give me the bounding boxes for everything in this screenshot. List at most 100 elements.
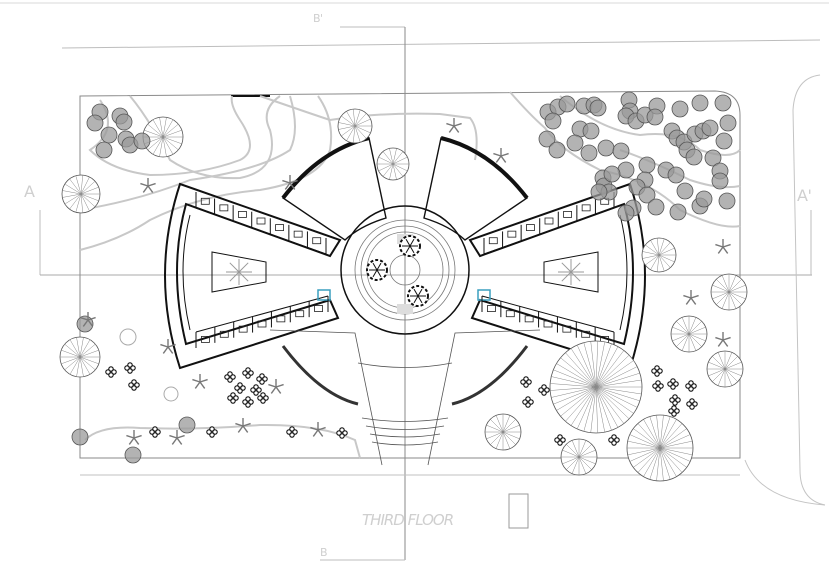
flower-cluster-icon [149, 426, 161, 438]
large-tree-icon [484, 413, 522, 451]
small-tree-icon [86, 114, 104, 132]
desk-icon [487, 305, 496, 312]
courtyard-tree-icon [226, 259, 252, 285]
large-tree-icon [626, 414, 694, 482]
desk-icon [488, 237, 498, 245]
small-tree-icon [685, 148, 703, 166]
small-tree-icon [580, 144, 598, 162]
flower-cluster-icon [685, 380, 697, 392]
shrub-star-icon [192, 374, 208, 389]
small-tree-icon [115, 113, 133, 131]
flower-cluster-icon [554, 434, 566, 446]
large-tree-icon [710, 273, 748, 311]
flower-clusters [105, 362, 698, 446]
desk-icon [276, 315, 286, 323]
small-tree-icon [617, 204, 635, 222]
large-tree-icon [670, 315, 708, 353]
small-tree-icon [691, 94, 709, 112]
large-tree-icon [337, 108, 373, 144]
small-tree-icon [695, 190, 713, 208]
desk-icon [200, 197, 210, 205]
flower-cluster-icon [336, 427, 348, 439]
small-tree-icon [638, 156, 656, 174]
large-tree-icon [61, 174, 101, 214]
small-tree-icon [589, 99, 607, 117]
flower-cluster-icon [242, 367, 254, 379]
small-tree-icon [538, 130, 556, 148]
small-tree-icon [718, 192, 736, 210]
terrain-contours [79, 91, 741, 459]
desk-icon [524, 315, 534, 323]
small-tree-icon [566, 134, 584, 152]
section-marker-a-right: A' [797, 186, 812, 205]
large-tree-icon [549, 340, 643, 434]
flower-cluster-icon [227, 392, 239, 404]
small-tree-icon [711, 172, 729, 190]
plaza-tree-icon [399, 235, 421, 257]
desk-icon [295, 310, 305, 318]
flower-cluster-icon [250, 384, 262, 396]
section-marker-b-top: B' [313, 12, 323, 25]
shrub-star-icon [140, 178, 156, 193]
desk-icon [505, 310, 515, 318]
shrub-star-icon [160, 339, 176, 354]
desk-icon [543, 320, 553, 328]
large-tree-icon [142, 116, 184, 158]
flower-cluster-icon [256, 373, 268, 385]
shrub-star-icon [310, 422, 326, 437]
desk-icon [526, 224, 535, 231]
shrub-stars [80, 118, 731, 445]
west-wing-outline [164, 182, 342, 370]
small-tree-icon [548, 141, 566, 159]
small-tree-icon [646, 108, 664, 126]
large-tree-icon [706, 350, 744, 388]
plaza-trees [366, 235, 429, 307]
desk-icon [293, 230, 303, 238]
classroom-rooms [195, 192, 615, 348]
small-tree-icon [647, 198, 665, 216]
desk-icon [257, 320, 267, 328]
desk-icon [507, 230, 517, 238]
flower-cluster-icon [538, 384, 550, 396]
desk-icon [544, 217, 554, 225]
outline-circle-icon [119, 328, 137, 346]
flower-cluster-icon [206, 426, 218, 438]
small-tree-icon [704, 149, 722, 167]
flower-cluster-icon [651, 365, 663, 377]
desk-icon [275, 224, 284, 231]
flower-cluster-icon [128, 379, 140, 391]
small-tree-icon [558, 95, 576, 113]
flower-cluster-icon [105, 366, 117, 378]
plaza-tree-icon [366, 259, 388, 281]
small-tree-icon [714, 94, 732, 112]
flower-cluster-icon [234, 382, 246, 394]
shrub-star-icon [282, 175, 298, 190]
desk-icon [219, 204, 229, 212]
outline-circles [119, 328, 179, 402]
small-tree-icon [719, 114, 737, 132]
flower-cluster-icon [652, 380, 664, 392]
small-tree-icon [676, 182, 694, 200]
desk-icon [256, 217, 266, 225]
flower-cluster-icon [668, 405, 680, 417]
courtyard-tree-icon [558, 259, 584, 285]
shrub-star-icon [446, 118, 462, 133]
small-dark-trees [71, 91, 737, 464]
desk-icon [581, 330, 591, 338]
small-tree-icon [590, 183, 608, 201]
small-tree-icon [544, 112, 562, 130]
small-tree-icon [638, 186, 656, 204]
flower-cluster-icon [669, 394, 681, 406]
floor-title-label: THIRD FLOOR [362, 511, 454, 529]
small-tree-icon [617, 161, 635, 179]
flower-cluster-icon [667, 378, 679, 390]
west-stair [317, 289, 331, 301]
large-tree-icon [376, 147, 410, 181]
desk-icon [562, 325, 572, 333]
small-tree-icon [715, 132, 733, 150]
small-tree-icon [612, 142, 630, 160]
large-tree-icon [59, 336, 101, 378]
small-tree-icon [603, 165, 621, 183]
shrub-star-icon [715, 332, 731, 347]
